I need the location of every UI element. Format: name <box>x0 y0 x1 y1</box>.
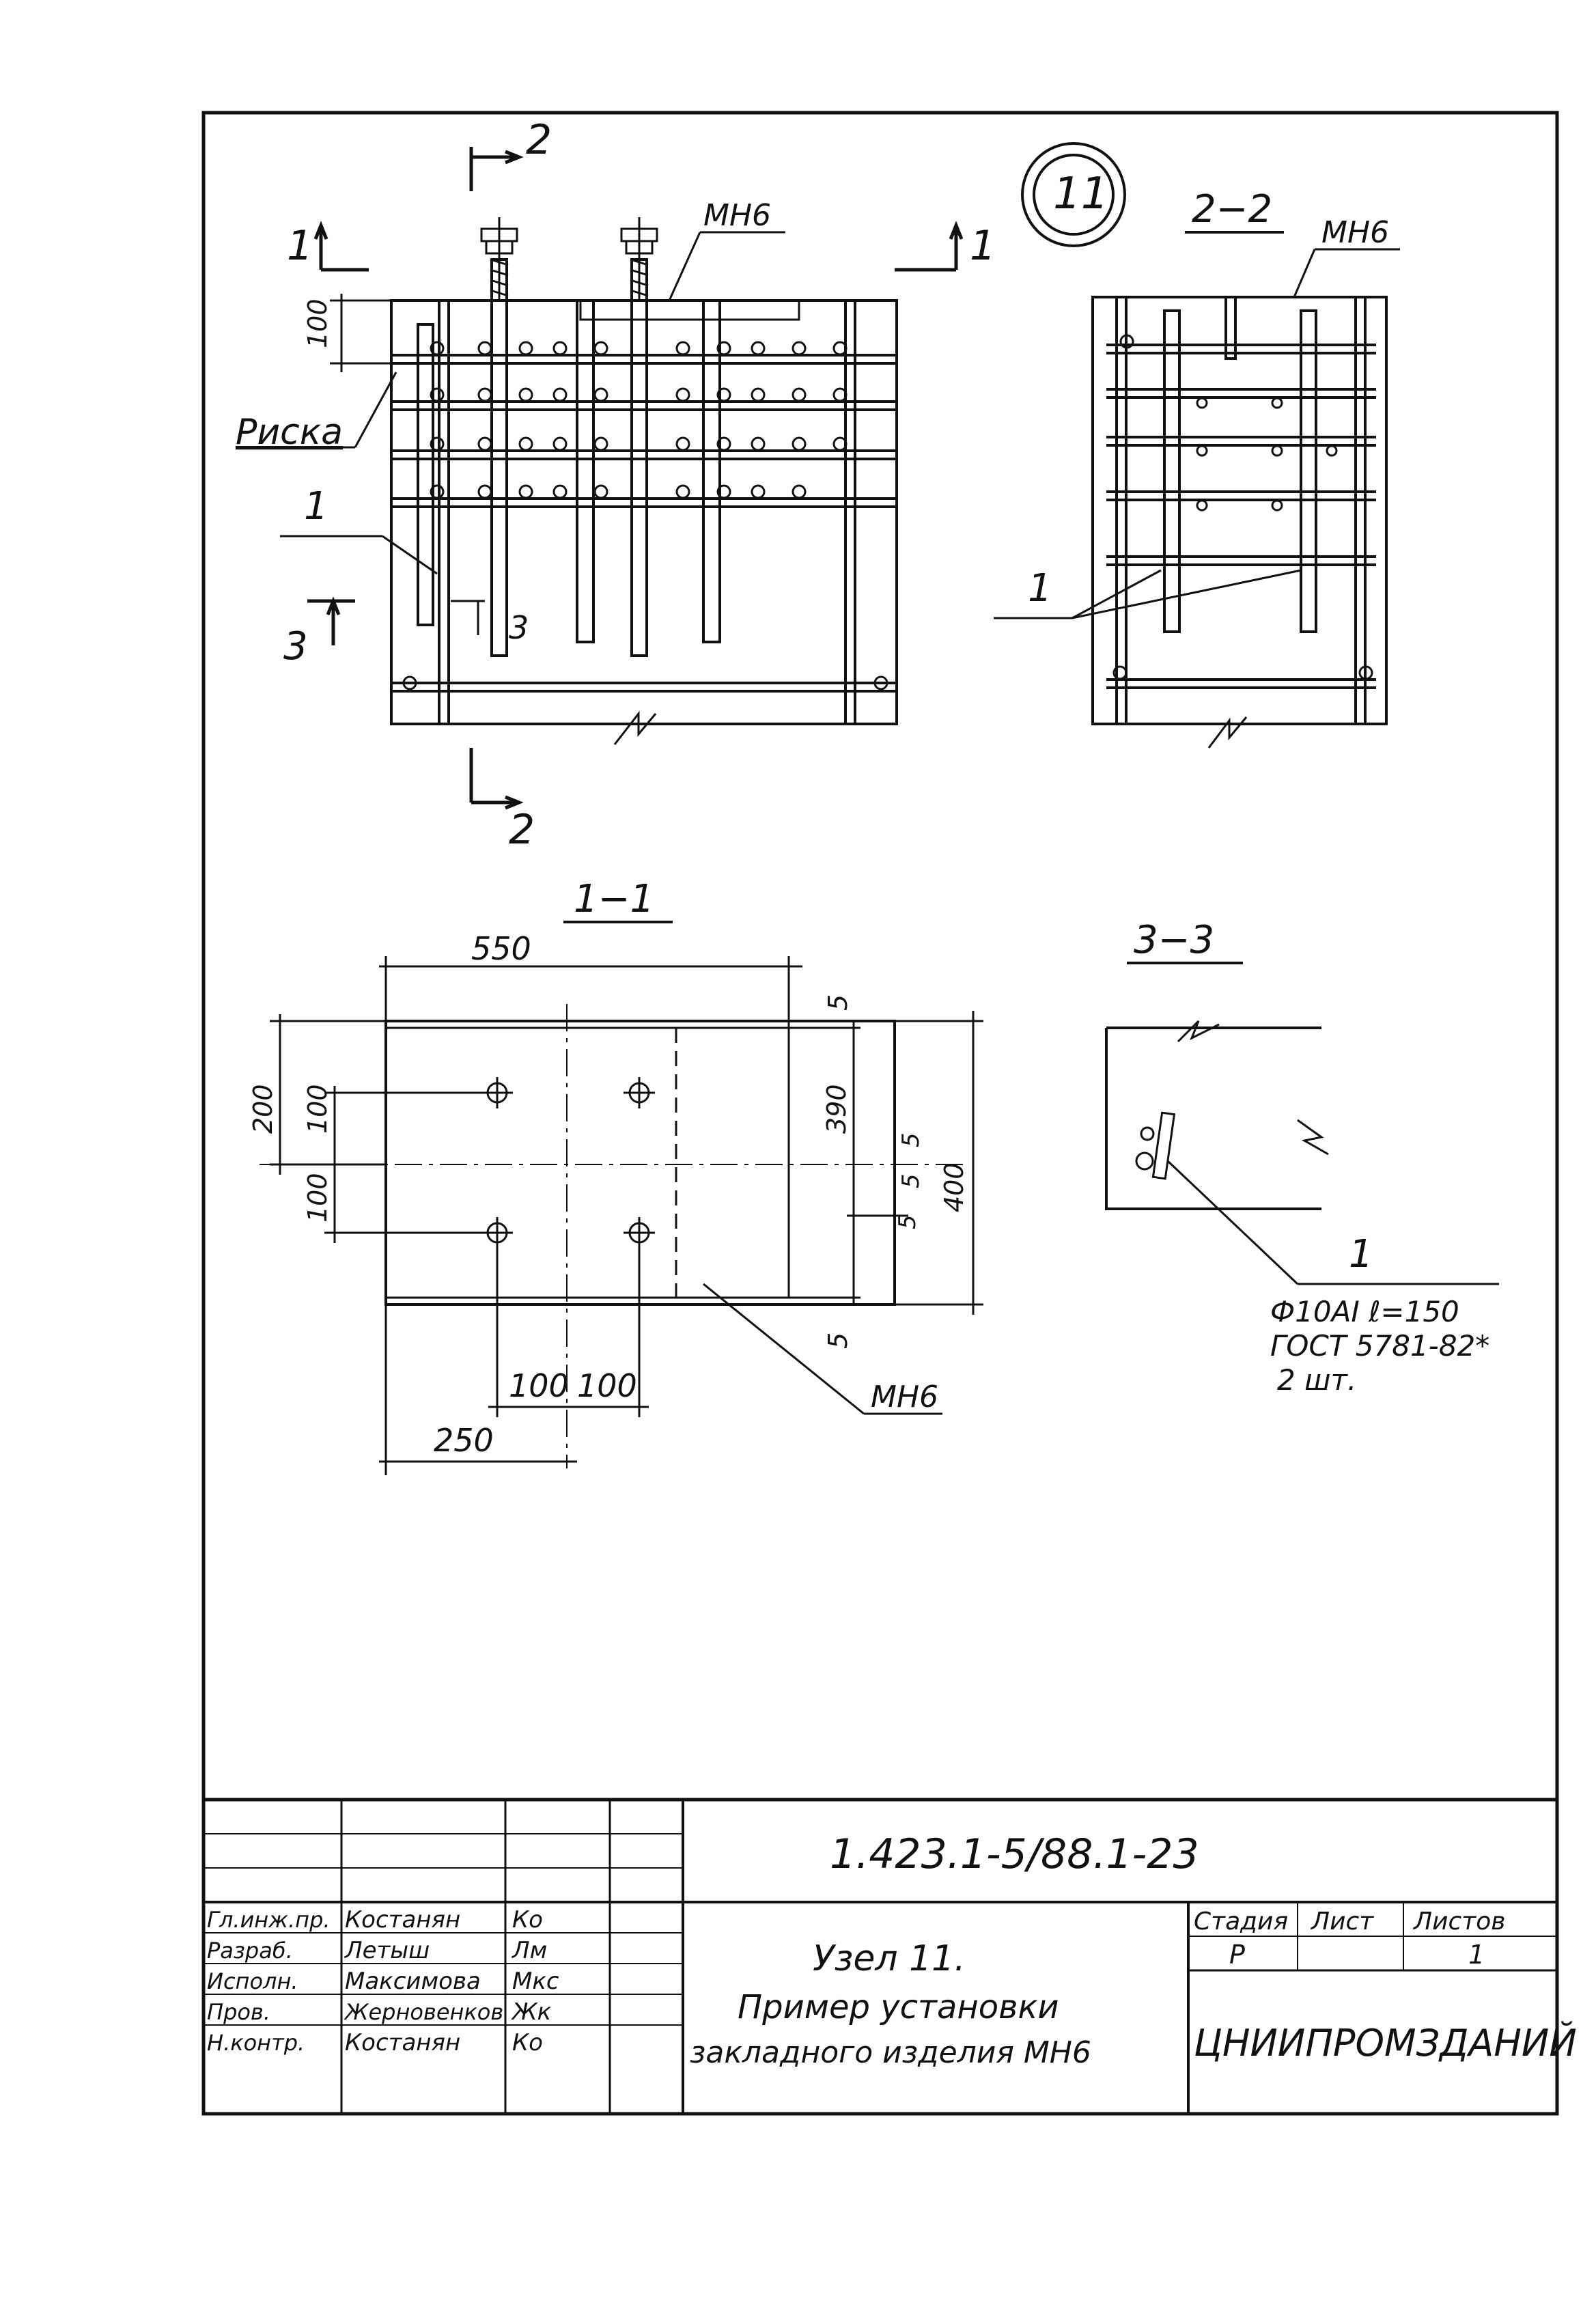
dim-200: 200 <box>248 1084 278 1134</box>
pos-1-label-3-3: 1 <box>1349 1232 1373 1276</box>
name-0: Костанян <box>345 1906 460 1933</box>
view-2-2-title: 2−2 <box>1192 187 1272 232</box>
view-2-2-circles <box>1112 334 1373 680</box>
section-2-mark-top <box>469 147 524 191</box>
view-1-1-title: 1−1 <box>574 877 654 921</box>
section-2-mark-bottom <box>469 748 524 810</box>
dim-5-bottom: 5 <box>823 1332 853 1349</box>
dim-100-bottom-b: 100 <box>577 1367 637 1404</box>
sheets-header: Листов <box>1412 1908 1505 1936</box>
section-1-mark-left <box>313 221 369 272</box>
sign-0: Ко <box>512 1906 543 1933</box>
organization: ЦНИИПРОМЗДАНИЙ <box>1194 2022 1577 2065</box>
section-3-inner-mark <box>451 600 485 635</box>
break-mark-3-3b <box>1297 1119 1329 1156</box>
dim-400: 400 <box>939 1162 969 1212</box>
name-2: Максимова <box>345 1968 481 1995</box>
rebar-note-line3: 2 шт. <box>1277 1363 1356 1397</box>
main-elevation-view: 100 1 1 2 2 <box>236 116 1126 854</box>
pos-1-label-2-2: 1 <box>1028 566 1052 611</box>
role-3: Пров. <box>207 1999 270 2025</box>
mn6-label-plan: МН6 <box>871 1380 938 1414</box>
view-1-1: 1−1 550 <box>248 877 983 1475</box>
dim-100-b: 100 <box>303 1173 333 1223</box>
view-3-3-outline <box>1105 1027 1321 1210</box>
node-number: 11 <box>1053 169 1108 219</box>
sign-2: Мкс <box>512 1968 559 1995</box>
role-2: Исполн. <box>207 1968 298 1994</box>
node-number-outer <box>1021 142 1126 247</box>
role-0: Гл.инж.пр. <box>207 1907 331 1933</box>
title-block <box>204 1798 1557 2114</box>
name-4: Костанян <box>345 2029 460 2056</box>
section-2-label-bottom: 2 <box>509 806 535 854</box>
break-mark-main <box>613 710 657 745</box>
sign-4: Ко <box>512 2029 543 2056</box>
dim-5-right-c: 5 <box>894 1214 921 1229</box>
pos-1-label-main: 1 <box>304 484 328 529</box>
mn6-plate <box>579 299 800 321</box>
plan-plate <box>384 1027 790 1299</box>
dim-390: 390 <box>822 1084 852 1134</box>
section-1-label-left: 1 <box>287 222 313 270</box>
stage-value: Р <box>1229 1940 1245 1970</box>
dim-100-a: 100 <box>303 1084 333 1134</box>
view-3-3-title: 3−3 <box>1134 918 1214 962</box>
title-line-2: Пример установки <box>738 1988 1059 2026</box>
section-1-label-right: 1 <box>970 222 996 270</box>
sheet-frame <box>201 111 1559 2116</box>
view-3-3: 3−3 1 Ф10АI ℓ=150 ГОСТ 5781-82* 2 шт. <box>1105 918 1499 1397</box>
rebar-note-line2: ГОСТ 5781-82* <box>1270 1329 1489 1363</box>
dim-550: 550 <box>471 930 531 967</box>
role-1: Разраб. <box>207 1938 293 1964</box>
name-3: Жерновенков <box>344 1999 503 2025</box>
section-1-mark-right <box>895 221 964 272</box>
dim-100-bottom-a: 100 <box>509 1367 569 1404</box>
plan-bolt-holes <box>481 1077 655 1248</box>
sign-3: Жк <box>511 1998 552 2026</box>
riska-label: Риска <box>236 412 343 453</box>
sign-1: Лм <box>511 1937 547 1964</box>
view-2-2-frame <box>1091 296 1388 725</box>
view-2-2: 2−2 МН6 1 <box>994 187 1400 749</box>
stage-header: Стадия <box>1194 1908 1288 1936</box>
section-3-label-inner: 3 <box>509 609 529 646</box>
dim-100-left <box>330 294 391 372</box>
dim-250: 250 <box>434 1422 494 1459</box>
sheet-header: Лист <box>1310 1908 1374 1936</box>
view-3-3-circle-b <box>1135 1151 1154 1171</box>
anchor-bolts <box>480 217 658 301</box>
node-number-inner <box>1033 154 1115 236</box>
mn6-label-main: МН6 <box>703 198 771 233</box>
role-4: Н.контр. <box>207 2030 305 2056</box>
sheets-value: 1 <box>1468 1940 1485 1970</box>
view-3-3-bar <box>1151 1111 1176 1180</box>
view-3-3-circle-a <box>1140 1126 1155 1141</box>
section-2-label-top: 2 <box>526 116 552 164</box>
break-mark-3-3a <box>1177 1020 1220 1043</box>
title-line-1: Узел 11. <box>813 1938 966 1979</box>
dim-100-left-label: 100 <box>303 298 333 348</box>
dim-5-right-b: 5 <box>897 1173 925 1188</box>
section-3-label: 3 <box>283 624 308 669</box>
horizontal-rebars <box>391 354 897 693</box>
title-line-3: закладного изделия МН6 <box>690 2035 1091 2070</box>
break-mark-2-2 <box>1207 716 1248 749</box>
rebar-note-line1: Ф10АI ℓ=150 <box>1270 1295 1459 1328</box>
dim-5-right: 5 <box>897 1132 925 1147</box>
mn6-label-2-2: МН6 <box>1321 215 1389 250</box>
name-1: Летыш <box>344 1937 430 1964</box>
dim-5-top: 5 <box>823 994 853 1011</box>
section-3-mark <box>307 596 355 645</box>
plan-dimension-lines <box>270 956 983 1475</box>
document-code: 1.423.1-5/88.1-23 <box>830 1830 1199 1878</box>
view-2-2-rebars <box>1106 296 1376 725</box>
vertical-rebars <box>417 258 856 725</box>
